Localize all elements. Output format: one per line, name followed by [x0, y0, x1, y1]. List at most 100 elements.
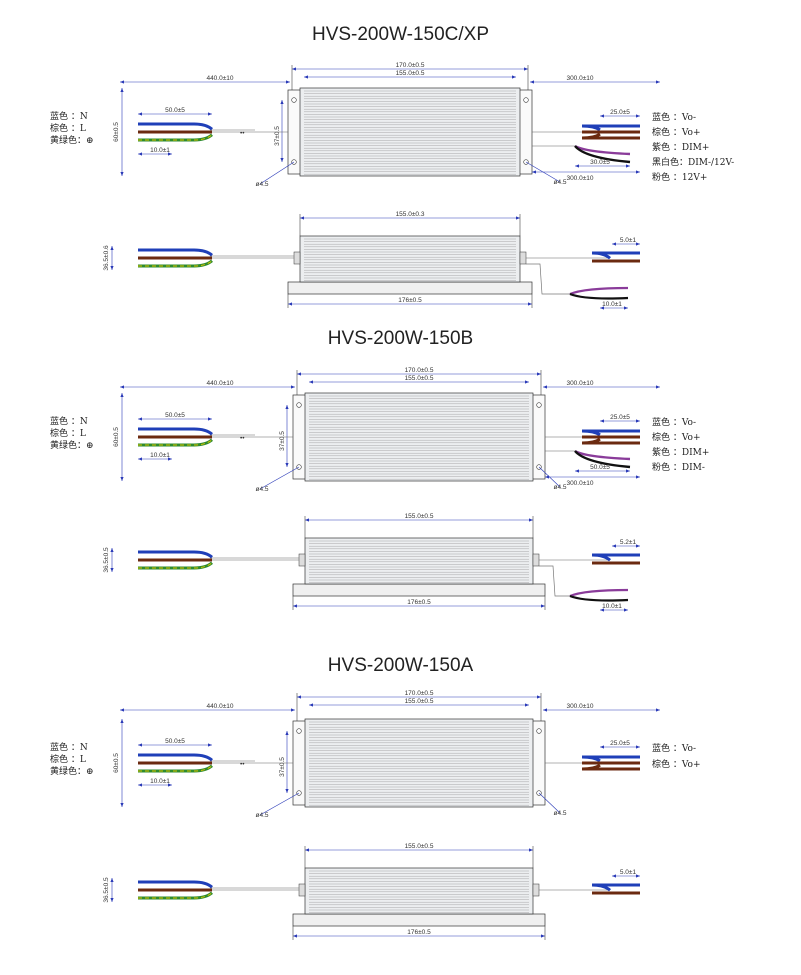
dimension-arrow	[120, 719, 124, 723]
input-wire-green-yellow	[138, 259, 213, 268]
dim-side-base-label: 176±0.5	[407, 599, 431, 606]
dimension-arrow	[280, 158, 284, 162]
dimension-arrow	[138, 152, 142, 156]
output-wire-black	[574, 450, 631, 469]
output-wire-brown	[581, 763, 640, 771]
dim-strip-out-label: 25.0±5	[610, 414, 630, 421]
dimension-arrow	[300, 216, 304, 220]
dimension-arrow	[304, 75, 308, 79]
dim-side-height-label: 36.5±0.5	[103, 877, 110, 903]
dimension-arrow	[285, 731, 289, 735]
dimension-arrow	[545, 475, 549, 479]
mounting-hole	[536, 402, 542, 408]
cable-gland	[532, 553, 540, 567]
dimension-arrow	[656, 385, 660, 389]
dim-side-width-label: 155.0±0.5	[405, 843, 434, 850]
dim-hole-label-right: ø4.5	[553, 810, 566, 817]
output-wire-purple	[569, 588, 629, 598]
dimension-arrow	[612, 874, 616, 878]
dim-height-label: 60±0.5	[113, 427, 120, 447]
dim-strip-out2-label: 30.0±5	[590, 159, 610, 166]
dim-strip-out-label: 25.0±5	[610, 109, 630, 116]
dimension-arrow	[285, 405, 289, 409]
dim-side-height-label: 36.5±0.6	[103, 245, 110, 271]
dimension-arrow	[543, 385, 547, 389]
input-wire-stripe	[138, 562, 213, 569]
dim-right-cable-label: 300.0±10	[566, 380, 593, 387]
dimension-arrow	[292, 67, 296, 71]
dimension-arrow	[110, 878, 114, 882]
dim-side-width-label: 155.0±0.5	[405, 513, 434, 520]
input-wire-label: 蓝色 ：N	[50, 415, 88, 427]
dimension-arrow	[138, 783, 142, 787]
dim-overall-width-label: 170.0±0.5	[405, 690, 434, 697]
dimension-arrow	[297, 372, 301, 376]
dimension-arrow	[280, 100, 284, 104]
output-wire-label: 粉色 ：12V+	[652, 171, 707, 183]
cable-break-mark: ••	[240, 130, 245, 137]
input-wire-blue	[138, 122, 213, 131]
dimension-arrow	[291, 385, 295, 389]
dimension-arrow	[168, 152, 172, 156]
dimension-arrow	[138, 743, 142, 747]
output-wire-blue	[591, 553, 640, 562]
input-wire-label: 黄绿色：⊕	[50, 439, 94, 451]
input-wire-label: 棕色 ：L	[50, 427, 86, 439]
output-wire-label: 蓝色 ：Vo-	[652, 416, 696, 428]
dim-cable	[526, 263, 570, 295]
dimension-arrow	[636, 170, 640, 174]
dimension-arrow	[120, 88, 124, 92]
dimension-arrow	[600, 306, 604, 310]
input-wire-stripe	[138, 260, 213, 267]
input-wire-blue	[138, 880, 213, 889]
output-wire-label: 棕色 ：Vo+	[652, 758, 701, 770]
dim-side-base-label: 176±0.5	[407, 929, 431, 936]
dim-left-cable-label: 440.0±10	[206, 703, 233, 710]
input-wire-blue	[138, 550, 213, 559]
input-wire-green-yellow	[138, 561, 213, 570]
base-plate	[292, 583, 546, 597]
dimension-arrow	[636, 544, 640, 548]
input-wire-green-yellow	[138, 764, 213, 773]
dimension-arrow	[309, 703, 313, 707]
dimension-arrow	[293, 934, 297, 938]
dimension-arrow	[285, 789, 289, 793]
dimension-arrow	[138, 417, 142, 421]
input-wire-green-yellow	[138, 133, 213, 142]
heatsink-body	[304, 392, 534, 482]
leader-line	[538, 792, 561, 814]
dimension-arrow	[626, 164, 630, 168]
dim-strip-in-label: 50.0±5	[165, 738, 185, 745]
dim-strip-in-label: 50.0±5	[165, 107, 185, 114]
dim-hole-label: ø4.5	[255, 486, 268, 493]
dimension-arrow	[208, 417, 212, 421]
base-plate	[292, 913, 546, 927]
dim-strip-tip-label: 10.0±1	[150, 452, 170, 459]
dim-right-cable-label: 300.0±10	[566, 703, 593, 710]
dim-hole-label-right: ø4.5	[553, 179, 566, 186]
dimension-arrow	[120, 80, 124, 84]
dim-mount-width-label: 155.0±0.5	[405, 375, 434, 382]
dimension-arrow	[575, 164, 579, 168]
cable-gland	[298, 553, 306, 567]
output-wire-label: 棕色 ：Vo+	[652, 431, 701, 443]
dim-side-tip-label: 5.0±1	[620, 237, 637, 244]
output-wire-label: 粉色 ：DIM-	[652, 461, 705, 473]
dimension-arrow	[525, 703, 529, 707]
output-wire-black	[569, 594, 629, 602]
dim-left-cable-label: 440.0±10	[206, 75, 233, 82]
output-wire-brown	[581, 437, 640, 445]
dimension-arrow	[636, 114, 640, 118]
dim-hole-pitch-label: 37±0.5	[279, 757, 286, 777]
dimension-arrow	[120, 385, 124, 389]
dim-strip-out2-label: 50.0±5	[590, 464, 610, 471]
dimension-arrow	[120, 393, 124, 397]
input-wire-stripe	[138, 765, 213, 772]
dimension-arrow	[636, 874, 640, 878]
dimension-arrow	[624, 306, 628, 310]
input-wire-stripe	[138, 892, 213, 899]
dimension-arrow	[600, 419, 604, 423]
output-wire-label: 紫色 ：DIM+	[652, 446, 709, 458]
